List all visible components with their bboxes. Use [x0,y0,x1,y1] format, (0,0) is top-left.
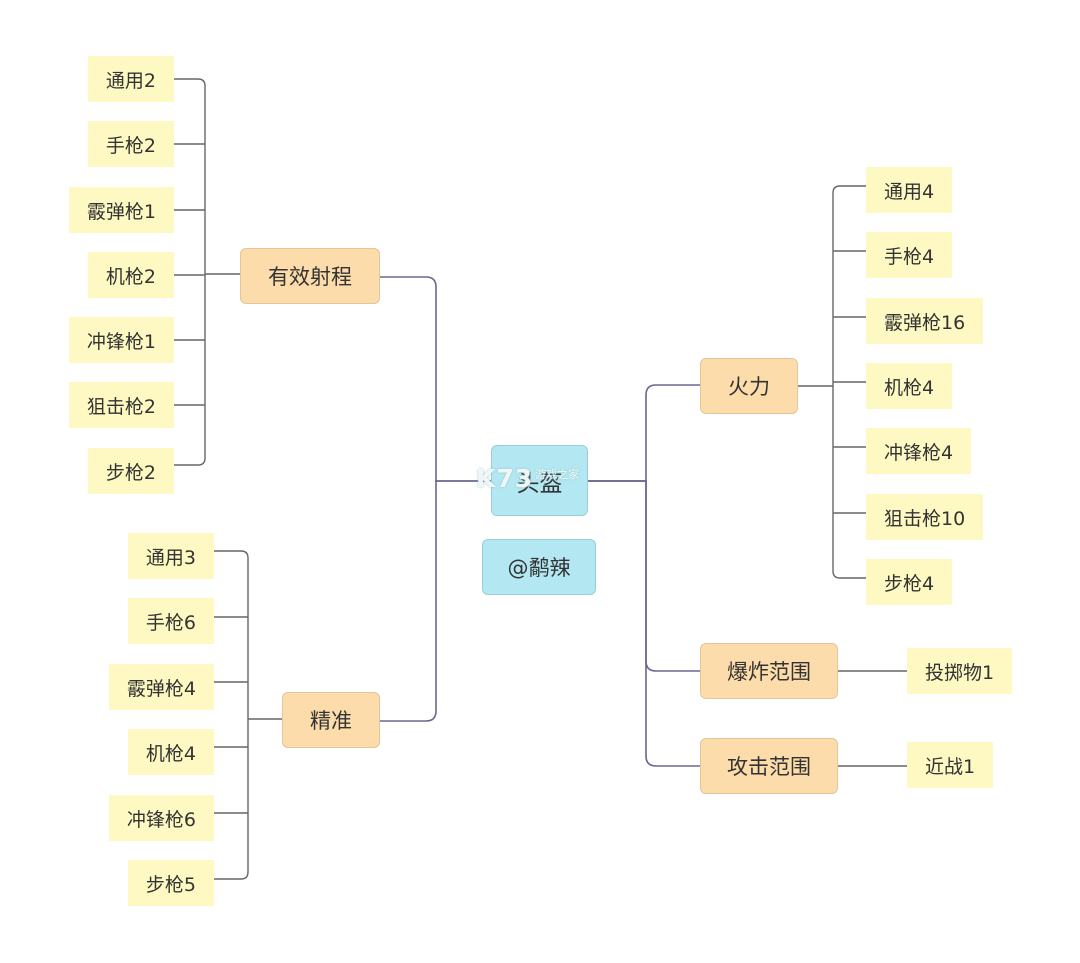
firepower-leaf-4[interactable]: 机枪4 [866,363,953,409]
range-leaf-6[interactable]: 狙击枪2 [68,382,174,428]
blast-leaf-1[interactable]: 投掷物1 [907,648,1013,694]
connector-root-firepower [588,384,700,482]
connector-root-accuracy [380,480,491,722]
leaf-label: 狙击枪10 [884,507,966,530]
connector-root-blast [588,480,700,672]
branch-accuracy-label: 精准 [310,709,352,733]
accuracy-leaf-6[interactable]: 步枪5 [127,860,214,906]
leaf-label: 步枪2 [105,461,156,484]
branch-attack[interactable]: 攻击范围 [700,738,838,794]
leaf-label: 步枪4 [884,572,935,595]
branch-attack-label: 攻击范围 [727,755,811,779]
branch-firepower[interactable]: 火力 [700,358,798,414]
firepower-leaf-7[interactable]: 步枪4 [866,559,953,605]
leaf-label: 通用4 [884,180,935,203]
leaf-label: 通用2 [105,69,156,92]
branch-blast-label: 爆炸范围 [727,660,811,684]
range-leaf-3[interactable]: 霰弹枪1 [68,187,174,233]
leaf-label: 霰弹枪4 [126,677,196,700]
watermark-caption: 游戏之家 [535,468,580,481]
accuracy-leaf-5[interactable]: 冲锋枪6 [108,795,214,841]
leaf-label: 手枪4 [884,245,935,268]
leaf-label: 手枪2 [105,134,156,157]
leaf-label: 霰弹枪1 [86,200,156,223]
branch-accuracy[interactable]: 精准 [282,692,380,748]
watermark-logo-text: K73 [476,463,534,493]
accuracy-leaf-1[interactable]: 通用3 [127,533,214,579]
author-label: @鹬辣 [507,556,571,580]
connector-root-range [380,276,491,482]
leaf-label: 手枪6 [145,611,196,634]
leaf-label: 霰弹枪16 [884,311,966,334]
range-leaf-2[interactable]: 手枪2 [87,121,174,167]
firepower-leaf-1[interactable]: 通用4 [866,167,953,213]
leaf-label: 冲锋枪6 [126,808,196,831]
accuracy-leaf-4[interactable]: 机枪4 [127,729,214,775]
connector-accuracy-bracket [214,550,249,880]
range-leaf-1[interactable]: 通用2 [87,56,174,102]
accuracy-leaf-2[interactable]: 手枪6 [127,598,214,644]
leaf-label: 投掷物1 [925,661,995,684]
branch-blast[interactable]: 爆炸范围 [700,643,838,699]
connector-range-bracket [174,78,206,466]
connector-root-attack [588,480,700,767]
leaf-label: 机枪4 [145,742,196,765]
root-label: 头盔 [516,470,563,497]
branch-firepower-label: 火力 [728,375,770,399]
firepower-leaf-2[interactable]: 手枪4 [866,232,953,278]
branch-range[interactable]: 有效射程 [240,248,380,304]
firepower-leaf-5[interactable]: 冲锋枪4 [866,428,972,474]
range-leaf-7[interactable]: 步枪2 [87,448,174,494]
accuracy-leaf-3[interactable]: 霰弹枪4 [108,664,214,710]
range-leaf-5[interactable]: 冲锋枪1 [68,317,174,363]
leaf-label: 步枪5 [145,873,196,896]
leaf-label: 冲锋枪1 [86,330,156,353]
leaf-label: 近战1 [925,755,976,778]
firepower-leaf-3[interactable]: 霰弹枪16 [866,298,984,344]
range-leaf-4[interactable]: 机枪2 [87,252,174,298]
leaf-label: 机枪4 [884,376,935,399]
leaf-label: 机枪2 [105,265,156,288]
leaf-label: 冲锋枪4 [884,441,954,464]
leaf-label: 通用3 [145,546,196,569]
firepower-leaf-6[interactable]: 狙击枪10 [866,494,984,540]
author-node[interactable]: @鹬辣 [482,539,596,595]
branch-range-label: 有效射程 [268,265,352,289]
root-node[interactable]: 头盔 [491,445,588,516]
watermark-logo: K73 游戏之家 [476,463,606,493]
attack-leaf-1[interactable]: 近战1 [907,742,994,788]
leaf-label: 狙击枪2 [86,395,156,418]
